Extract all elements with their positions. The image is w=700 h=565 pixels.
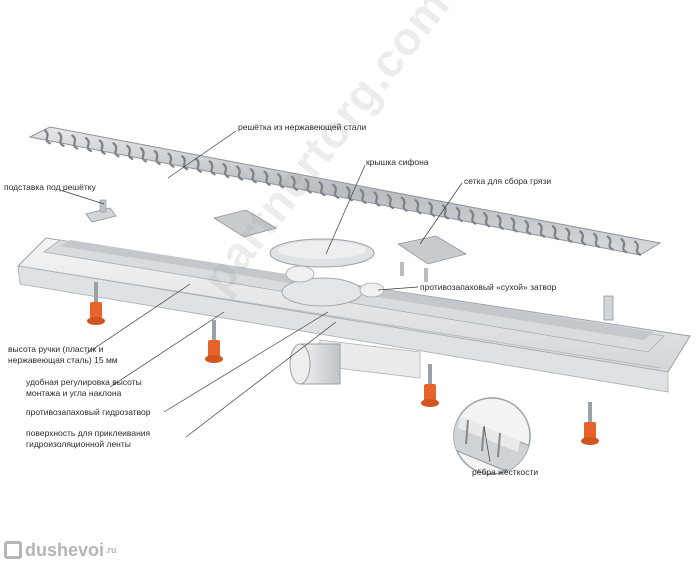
adjustable-leg xyxy=(87,282,105,325)
grate-slot xyxy=(606,235,614,251)
grate-slot xyxy=(98,139,106,155)
grate-slot xyxy=(579,230,587,246)
grate-slot xyxy=(263,170,271,186)
siphon-cover xyxy=(269,238,375,268)
grate-slot xyxy=(71,134,79,150)
grate-slot xyxy=(249,168,257,184)
label-adjustment: удобная регулировка высоты монтажа и угл… xyxy=(26,377,142,398)
logo-suffix: .ru xyxy=(105,545,117,555)
grate-slot xyxy=(139,147,148,163)
grate-slot xyxy=(57,131,65,147)
grate-slot xyxy=(359,188,367,204)
grate-slot xyxy=(290,175,299,192)
label-leg-height: высота ручки (пластик и нержавеющая стал… xyxy=(8,344,118,365)
label-grate-stand: подставка под решётку xyxy=(4,182,96,192)
label-siphon-cover: крышка сифона xyxy=(366,157,429,167)
grate-slot xyxy=(620,238,628,254)
grate-slot xyxy=(565,227,573,243)
grate-slot xyxy=(208,160,216,176)
label-water-trap: противозапаховый гидрозатвор xyxy=(26,407,151,417)
label-grate: решётка из нержавеющей стали xyxy=(238,122,367,132)
grate-wave-pattern xyxy=(43,129,642,256)
leader-lines xyxy=(59,130,491,463)
adjustable-leg xyxy=(205,320,223,363)
grate-slot xyxy=(455,206,463,223)
dirt-net-right xyxy=(396,235,468,282)
grate-slot xyxy=(153,149,161,166)
grate-slot xyxy=(332,183,340,199)
grate-slot xyxy=(84,136,93,153)
outlet-pipe xyxy=(289,339,421,385)
grate-slot xyxy=(318,181,326,197)
grate-slot xyxy=(277,173,285,189)
magnifier-detail xyxy=(453,397,531,475)
grate-slot xyxy=(194,157,202,173)
grate-slot xyxy=(126,144,134,160)
grate-slot xyxy=(43,129,51,145)
grate-slot xyxy=(592,232,601,249)
grate-slot xyxy=(304,178,312,194)
grate-slot xyxy=(386,193,395,210)
adjustable-legs xyxy=(87,282,599,445)
grate-slot xyxy=(400,196,408,212)
grate-slot xyxy=(469,209,477,225)
grate-slot xyxy=(181,155,189,171)
grate-part xyxy=(28,126,662,256)
adjustable-leg xyxy=(581,402,599,445)
grate-stand-left xyxy=(85,199,117,223)
grate-slot xyxy=(441,204,450,220)
grate-slot xyxy=(510,217,518,233)
label-dirt-net: сетка для сбора грязи xyxy=(464,176,552,186)
grate-slot xyxy=(112,142,120,158)
channel-body xyxy=(16,237,691,393)
grate-slot xyxy=(235,165,244,181)
label-dry-trap: противозапаховый «сухой» затвор xyxy=(420,282,557,292)
grate-slot xyxy=(551,225,559,241)
adjustable-leg xyxy=(421,364,439,407)
grate-slot xyxy=(634,240,642,256)
grate-slot xyxy=(373,191,381,207)
grate-slot xyxy=(524,219,532,236)
grate-slot xyxy=(496,214,504,230)
logo-text: dushevoi xyxy=(25,539,105,560)
label-glue-surface: поверхность для приклеивания гидроизоляц… xyxy=(26,428,151,449)
grate-slot xyxy=(222,162,230,179)
grate-stand-right xyxy=(603,295,614,321)
grate-slot xyxy=(414,199,422,215)
grate-slot xyxy=(483,212,491,228)
grate-slot xyxy=(537,222,546,238)
site-logo: dushevoi.ru xyxy=(4,539,117,561)
grate-slot xyxy=(167,152,175,168)
dirt-net-left xyxy=(212,209,278,238)
grate-slot xyxy=(428,201,436,217)
label-ribs: рёбра жёсткости xyxy=(472,467,539,477)
logo-icon xyxy=(4,541,22,559)
